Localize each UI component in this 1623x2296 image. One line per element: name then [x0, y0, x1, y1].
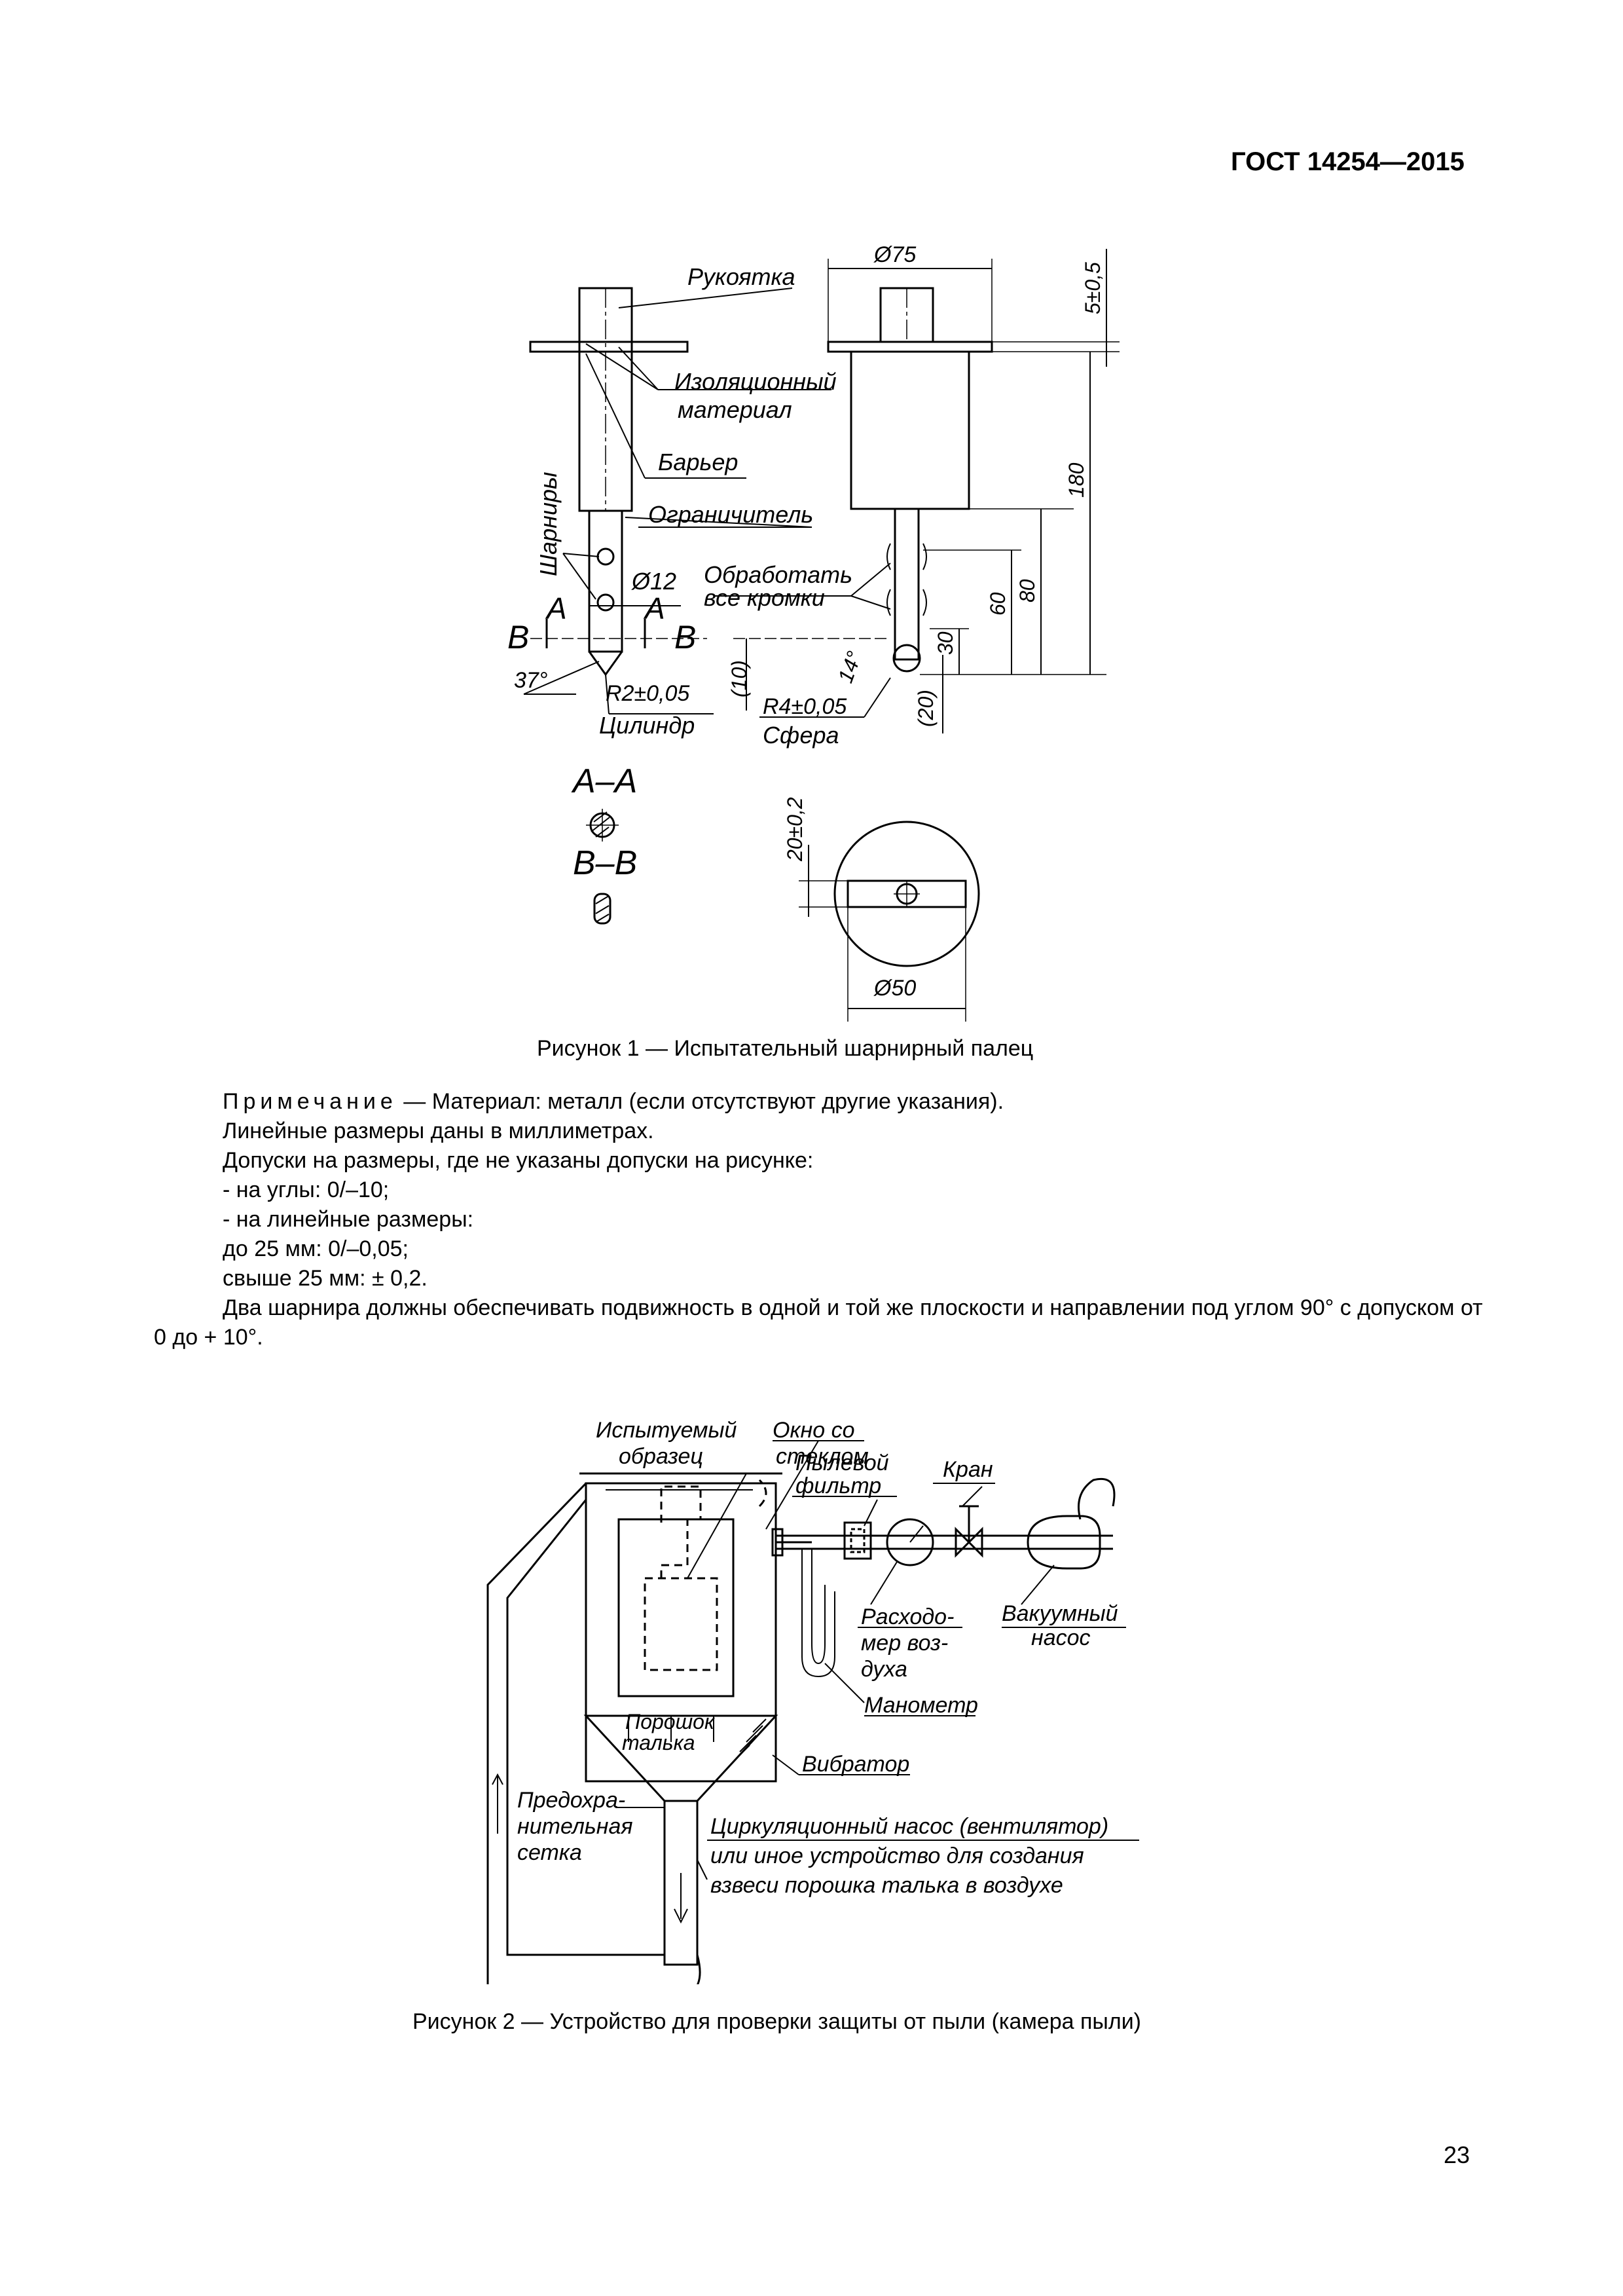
label-process-1: Обработать: [704, 561, 852, 588]
label-sphere: Сфера: [763, 722, 839, 749]
barrier-plate-left: [529, 341, 689, 353]
dim-180: 180: [1065, 462, 1088, 498]
section-letter-a-right: А: [643, 591, 665, 625]
section-letter-b-left: В: [507, 619, 529, 656]
label-vibrator: Вибратор: [802, 1752, 909, 1777]
dust-chamber: [585, 1482, 777, 1783]
dim-d50: Ø50: [873, 976, 916, 1001]
label-sample-1: Испытуемый: [596, 1418, 737, 1443]
section-bb-label: В–В: [573, 844, 637, 882]
section-letter-a-left: А: [545, 591, 567, 625]
label-circ-1: Циркуляционный насос (вентилятор): [710, 1814, 1108, 1839]
note-line-5: до 25 мм: 0/–0,05;: [223, 1236, 409, 1261]
joint-1: [596, 547, 615, 566]
barrier-plate-top-view: [833, 821, 980, 967]
note-last: Два шарнира должны обеспечивать подвижно…: [154, 1295, 1483, 1350]
dim-r4: R4±0,05: [763, 694, 847, 719]
dim-5: 5±0,5: [1081, 262, 1104, 314]
note-label: Примечание: [223, 1089, 397, 1114]
dim-d12: Ø12: [631, 568, 676, 595]
finger-right: [894, 508, 920, 661]
figure-2-caption: Рисунок 2 — Устройство для проверки защи…: [412, 2009, 1142, 2034]
note-line-6: свыше 25 мм: ± 0,2.: [223, 1266, 428, 1291]
joint-2: [596, 593, 615, 612]
dim-angle-37: 37°: [514, 668, 547, 693]
dim-20: (20): [914, 690, 938, 727]
window: [617, 1518, 735, 1697]
figure-1-caption: Рисунок 1 — Испытательный шарнирный пале…: [537, 1036, 1034, 1061]
dim-80: 80: [1015, 579, 1039, 602]
dim-60: 60: [986, 592, 1010, 616]
label-flowmeter-3: духа: [861, 1657, 907, 1682]
dim-r2: R2±0,05: [606, 681, 689, 706]
barrier-plate-right: [827, 341, 993, 353]
label-handle: Рукоятка: [687, 263, 795, 290]
valve: [955, 1527, 983, 1558]
label-limiter: Ограничитель: [648, 501, 813, 528]
dim-d75: Ø75: [873, 242, 916, 267]
label-flowmeter-2: мер воз-: [861, 1631, 948, 1656]
dim-30: 30: [934, 631, 957, 655]
section-letter-b-right: В: [674, 619, 696, 656]
label-circ-2: или иное устройство для создания: [710, 1843, 1084, 1868]
dust-filter: [843, 1521, 872, 1560]
standard-header: ГОСТ 14254—2015: [1231, 147, 1465, 176]
handle-right: [850, 350, 970, 510]
label-sample-2: образец: [619, 1444, 703, 1469]
label-circ-3: взвеси порошка талька в воздухе: [710, 1873, 1063, 1898]
label-pump-1: Вакуумный: [1002, 1601, 1118, 1626]
label-screen-3: сетка: [517, 1840, 582, 1865]
label-insulation-1: Изоляционный: [674, 368, 837, 395]
label-screen-1: Предохра-: [517, 1788, 625, 1813]
label-window-2: стеклом: [776, 1444, 869, 1469]
label-powder-2: талька: [622, 1731, 695, 1754]
finger-left: [588, 509, 623, 653]
label-barrier: Барьер: [658, 449, 738, 475]
test-sample: [644, 1577, 718, 1671]
label-valve: Кран: [943, 1457, 993, 1482]
label-cylinder: Цилиндр: [599, 712, 695, 739]
figure-2-drawing: Испытуемый образец Окно со стеклом Пылев…: [486, 1418, 1139, 1984]
label-insulation-2: материал: [678, 396, 792, 423]
note-line-1: Линейные размеры даны в миллиметрах.: [223, 1119, 654, 1143]
flowmeter: [886, 1518, 934, 1566]
note-line-3: - на углы: 0/–10;: [223, 1177, 390, 1202]
dim-20-tol: 20±0,2: [783, 797, 807, 862]
label-hinges: Шарниры: [535, 472, 562, 576]
return-pipe: [506, 1499, 665, 1956]
label-filter-2: фильтр: [795, 1473, 881, 1498]
section-aa-label: А–А: [571, 762, 637, 800]
page-number: 23: [1444, 2141, 1470, 2168]
label-window-1: Окно со: [773, 1418, 854, 1443]
label-manometer: Манометр: [864, 1693, 978, 1718]
dim-10: (10): [727, 660, 751, 697]
note-line-4: - на линейные размеры:: [223, 1207, 474, 1232]
label-pump-2: насос: [1031, 1625, 1091, 1650]
dim-angle-14: 14°: [833, 648, 866, 686]
vacuum-pump: [1027, 1515, 1101, 1570]
label-screen-2: нительная: [517, 1814, 633, 1839]
note-line-0: Материал: металл (если отсутствуют други…: [431, 1089, 1004, 1114]
label-process-2: все кромки: [704, 584, 825, 611]
label-flowmeter-1: Расходо-: [861, 1604, 954, 1629]
label-powder-1: Порошок: [625, 1710, 716, 1733]
note-line-2: Допуски на размеры, где не указаны допус…: [223, 1148, 814, 1173]
note-block: Примечание — Материал: металл (если отсу…: [154, 1087, 1483, 1352]
label-filter-1: Пылевой: [795, 1451, 889, 1475]
figure-1-drawing: Рукоятка Изоляционный материал Барьер Ог…: [507, 242, 1120, 1022]
